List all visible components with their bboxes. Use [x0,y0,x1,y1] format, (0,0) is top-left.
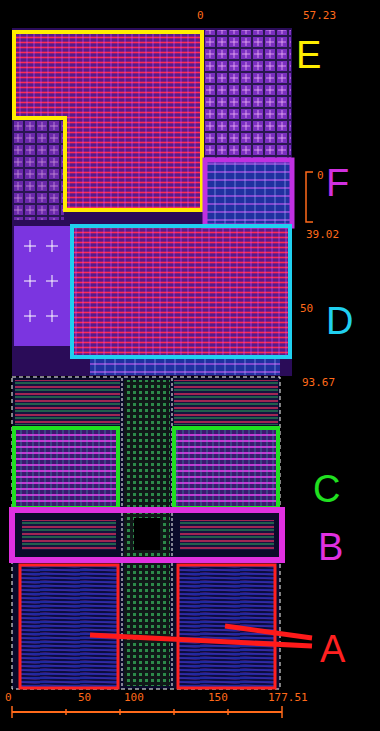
axis-value: 93.67 [302,377,335,388]
axis-value: 57.23 [303,10,336,21]
axis-value: 0 [5,692,12,703]
axis-value: 0 [317,170,324,181]
axis-value: 50 [300,303,313,314]
axis-value: 50 [78,692,91,703]
axis-value: 150 [208,692,228,703]
axis-value: 100 [124,692,144,703]
region-letter: C [313,470,340,508]
axis-value: 177.51 [268,692,308,703]
region-letter: A [320,630,345,668]
region-letter: D [326,302,353,340]
region-letter: B [318,528,343,566]
axis-value: 0 [197,10,204,21]
axis-value: 39.02 [306,229,339,240]
region-letter: F [326,164,349,202]
region-letter: E [296,36,321,74]
